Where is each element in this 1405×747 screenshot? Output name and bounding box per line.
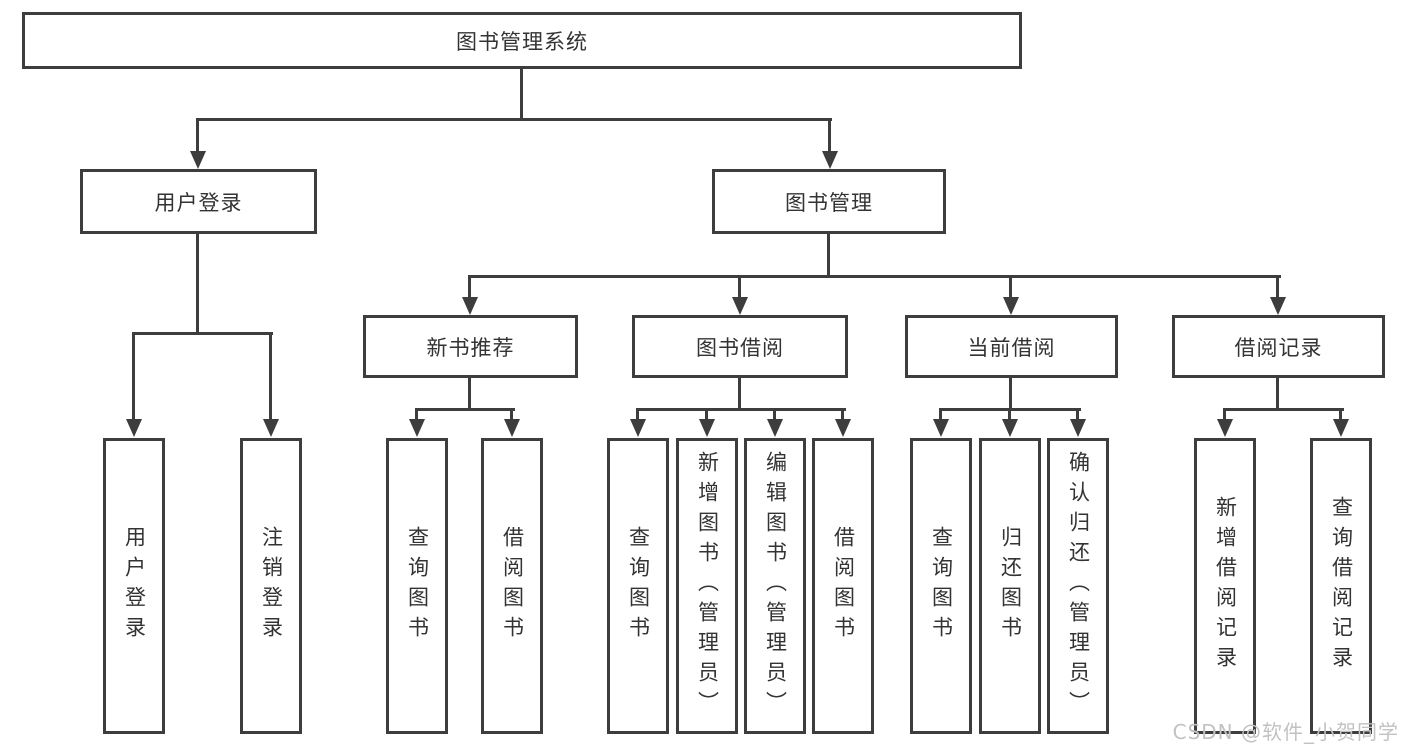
connector-line: [468, 378, 471, 411]
watermark: CSDN @软件_小贺同学: [1172, 720, 1399, 744]
leaf-logout: 注销登录: [240, 438, 302, 734]
node-label: 借阅记录: [1234, 335, 1323, 360]
leaf-records-query-record: 查询借阅记录: [1310, 438, 1372, 734]
connector-line: [705, 408, 708, 422]
connector-line: [841, 408, 844, 422]
connector-line: [1223, 408, 1344, 411]
connector-line: [510, 408, 513, 422]
leaf-label: 编辑图书（管理员）: [763, 451, 788, 721]
arrow-head-icon: [126, 419, 142, 437]
leaf-recommend-query-books: 查询图书: [386, 438, 448, 734]
connector-line: [132, 332, 135, 420]
arrow-head-icon: [732, 297, 748, 315]
connector-line: [636, 408, 639, 422]
connector-line: [415, 408, 515, 411]
connector-line: [939, 408, 942, 422]
leaf-label: 查询借阅记录: [1329, 496, 1354, 676]
connector-line: [468, 275, 1281, 278]
node-borrow-records: 借阅记录: [1172, 315, 1385, 378]
leaf-label: 新增借阅记录: [1213, 496, 1238, 676]
arrow-head-icon: [504, 419, 520, 437]
leaf-label: 注销登录: [259, 526, 284, 646]
connector-line: [773, 408, 776, 422]
leaf-label: 查询图书: [405, 526, 430, 646]
arrow-head-icon: [822, 151, 838, 169]
connector-line: [828, 118, 831, 152]
node-new-book-recommend: 新书推荐: [363, 315, 578, 378]
leaf-records-add-record: 新增借阅记录: [1194, 438, 1256, 734]
leaf-label: 用户登录: [122, 526, 147, 646]
connector-line: [1276, 378, 1279, 411]
arrow-head-icon: [1333, 419, 1349, 437]
connector-line: [738, 378, 741, 411]
node-book-borrow: 图书借阅: [632, 315, 848, 378]
leaf-label: 查询图书: [929, 526, 954, 646]
leaf-borrow-edit-book-admin: 编辑图书（管理员）: [744, 438, 806, 734]
node-label: 当前借阅: [967, 335, 1056, 360]
connector-line: [132, 332, 273, 335]
leaf-label: 归还图书: [998, 526, 1023, 646]
arrow-head-icon: [1070, 419, 1086, 437]
connector-line: [1223, 408, 1226, 422]
arrow-head-icon: [767, 419, 783, 437]
arrow-head-icon: [409, 419, 425, 437]
connector-line: [1076, 408, 1079, 422]
arrow-head-icon: [1217, 419, 1233, 437]
arrow-head-icon: [190, 151, 206, 169]
node-root: 图书管理系统: [22, 12, 1022, 69]
arrow-head-icon: [1002, 419, 1018, 437]
arrow-head-icon: [630, 419, 646, 437]
leaf-borrow-borrow-books: 借阅图书: [812, 438, 874, 734]
leaf-current-confirm-return-admin: 确认归还（管理员）: [1047, 438, 1109, 734]
node-label: 用户登录: [154, 190, 243, 215]
leaf-label: 借阅图书: [500, 526, 525, 646]
connector-line: [415, 408, 418, 422]
arrow-head-icon: [699, 419, 715, 437]
arrow-head-icon: [462, 297, 478, 315]
leaf-recommend-borrow-books: 借阅图书: [481, 438, 543, 734]
connector-line: [1009, 378, 1012, 411]
leaf-user-login: 用户登录: [103, 438, 165, 734]
leaf-current-query-books: 查询图书: [910, 438, 972, 734]
node-label: 图书借阅: [696, 335, 784, 360]
connector-line: [1276, 275, 1279, 301]
leaf-label: 查询图书: [626, 526, 651, 646]
leaf-label: 确认归还（管理员）: [1066, 451, 1091, 721]
node-root-label: 图书管理系统: [456, 29, 588, 54]
leaf-label: 借阅图书: [831, 526, 856, 646]
arrow-head-icon: [835, 419, 851, 437]
arrow-head-icon: [1270, 297, 1286, 315]
node-user-login: 用户登录: [80, 169, 317, 234]
node-current-borrow: 当前借阅: [905, 315, 1118, 378]
leaf-borrow-query-books: 查询图书: [607, 438, 669, 734]
leaf-borrow-add-book-admin: 新增图书（管理员）: [676, 438, 738, 734]
connector-line: [1009, 275, 1012, 301]
leaf-label: 新增图书（管理员）: [695, 451, 720, 721]
connector-line: [1008, 408, 1011, 422]
leaf-current-return-book: 归还图书: [979, 438, 1041, 734]
connector-line: [196, 118, 832, 121]
connector-line: [269, 332, 272, 420]
connector-line: [520, 69, 523, 120]
connector-line: [827, 234, 830, 278]
connector-line: [196, 234, 199, 335]
arrow-head-icon: [933, 419, 949, 437]
node-label: 图书管理: [785, 190, 873, 215]
connector-line: [636, 408, 846, 411]
node-label: 新书推荐: [426, 335, 515, 360]
arrow-head-icon: [263, 419, 279, 437]
arrow-head-icon: [1003, 297, 1019, 315]
connector-line: [196, 118, 199, 152]
node-book-management: 图书管理: [712, 169, 946, 234]
connector-line: [1339, 408, 1342, 422]
connector-line: [738, 275, 741, 301]
connector-line: [468, 275, 471, 301]
